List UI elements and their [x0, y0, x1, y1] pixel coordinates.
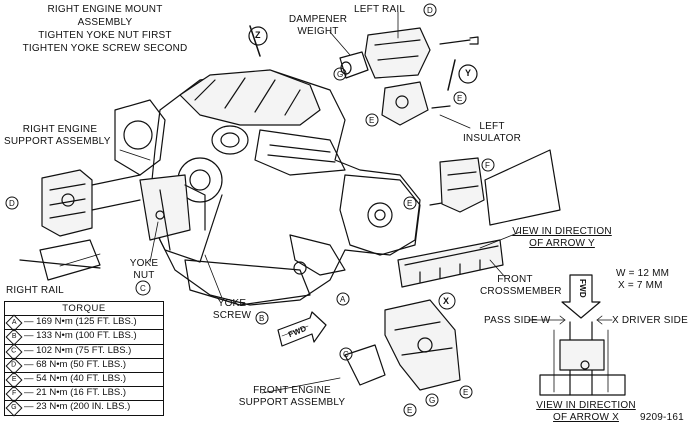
callout-markers: [5, 3, 495, 417]
label-left-rail: LEFT RAIL: [354, 4, 406, 15]
torque-row-cell: C— 102 N•m (75 FT. LBS.): [4, 343, 164, 361]
view-arrow-x-diagram: [527, 274, 626, 396]
callout-z-arrow: Z: [255, 30, 261, 40]
label-driver-side: X DRIVER SIDE: [612, 315, 688, 326]
figure-id: 9209-161: [640, 412, 684, 423]
torque-letter-icon: G: [5, 399, 23, 417]
callout-e-insulator-bolt: E: [407, 199, 413, 208]
label-front-engine: FRONT ENGINE: [253, 385, 331, 396]
callout-d-right-support: D: [9, 199, 15, 208]
torque-table-header-row: TORQUE: [4, 300, 164, 317]
torque-row: C— 102 N•m (75 FT. LBS.): [4, 343, 164, 361]
callout-d-left-rail: D: [427, 6, 433, 15]
callout-c-front-support: C: [343, 350, 349, 359]
callout-b-yoke-screw: B: [259, 314, 265, 323]
callout-f-insulator: F: [485, 161, 491, 170]
arrow-y-indicator: [447, 59, 478, 91]
label-crossmember: CROSSMEMBER: [480, 286, 562, 297]
callout-a-front: A: [340, 295, 346, 304]
callout-e-left-rail: E: [457, 94, 463, 103]
label-support-assembly-front: SUPPORT ASSEMBLY: [238, 397, 346, 408]
callout-e-front-lower: E: [463, 388, 469, 397]
torque-row: G— 23 N•m (200 IN. LBS.): [4, 399, 164, 417]
label-nut: NUT: [133, 270, 155, 281]
label-view-x-1: VIEW IN DIRECTION: [536, 400, 636, 411]
label-support-assembly-right: SUPPORT ASSEMBLY: [4, 136, 111, 147]
front-crossmember: [344, 239, 504, 391]
callout-x-arrow: X: [443, 296, 450, 306]
arrow-z-indicator: [248, 25, 268, 57]
label-view-x-2: OF ARROW X: [553, 412, 619, 423]
label-dampener: DAMPENER: [288, 14, 348, 25]
label-yoke: YOKE: [129, 258, 159, 269]
torque-row: E— 54 N•m (40 FT. LBS.): [4, 371, 164, 389]
leader-lines: [59, 11, 521, 394]
label-w-dimension: W = 12 MM: [616, 268, 670, 279]
torque-row-cell: E— 54 N•m (40 FT. LBS.): [4, 371, 164, 389]
right-engine-support-bracket: [19, 169, 141, 281]
label-right-rail: RIGHT RAIL: [6, 285, 64, 296]
torque-row-cell: B— 133 N•m (100 FT. LBS.): [4, 328, 164, 346]
label-yoke-screw-2: SCREW: [212, 310, 252, 321]
callout-g-dampener: G: [337, 70, 344, 79]
torque-row: F— 21 N•m (16 FT. LBS.): [4, 385, 164, 403]
label-right-engine: RIGHT ENGINE: [22, 124, 98, 135]
label-fwd-view-x: FWD: [578, 279, 587, 298]
torque-row-cell: F— 21 N•m (16 FT. LBS.): [4, 385, 164, 403]
callout-e-insulator: E: [369, 116, 375, 125]
yoke-bracket: [139, 174, 206, 251]
title-line-2: ASSEMBLY: [77, 17, 133, 28]
label-insulator: INSULATOR: [462, 133, 522, 144]
label-yoke-screw-1: YOKE: [217, 298, 247, 309]
torque-row-cell: D— 68 N•m (50 FT. LBS.): [4, 357, 164, 375]
label-x-dimension: X = 7 MM: [618, 280, 663, 291]
label-view-y-2: OF ARROW Y: [529, 238, 595, 249]
label-pass-side: PASS SIDE W: [484, 315, 551, 326]
left-rail-insulator: [339, 27, 561, 226]
label-front: FRONT: [497, 274, 533, 285]
forward-arrow: [277, 311, 327, 347]
label-left: LEFT: [479, 121, 505, 132]
callout-y-arrow: Y: [465, 68, 472, 78]
title-line-1: RIGHT ENGINE MOUNT: [47, 4, 163, 15]
callout-g-front-lower: G: [429, 396, 436, 405]
torque-row: D— 68 N•m (50 FT. LBS.): [4, 357, 164, 375]
torque-row: A— 169 N•m (125 FT. LBS.): [4, 314, 164, 332]
title-line-4: TIGHTEN YOKE SCREW SECOND: [22, 43, 188, 54]
callout-e-front-bottom: E: [407, 406, 413, 415]
torque-row-cell: G— 23 N•m (200 IN. LBS.): [4, 399, 164, 417]
torque-table-header: TORQUE: [4, 300, 164, 317]
engine-assembly: [114, 69, 421, 306]
torque-table: TORQUE A— 169 N•m (125 FT. LBS.) B— 133 …: [4, 300, 164, 417]
label-view-y-1: VIEW IN DIRECTION: [512, 226, 612, 237]
callout-c-yoke-nut: C: [140, 284, 146, 293]
torque-row: B— 133 N•m (100 FT. LBS.): [4, 328, 164, 346]
torque-row-cell: A— 169 N•m (125 FT. LBS.): [4, 314, 164, 332]
label-weight: WEIGHT: [297, 26, 339, 37]
title-line-3: TIGHTEN YOKE NUT FIRST: [38, 30, 172, 41]
